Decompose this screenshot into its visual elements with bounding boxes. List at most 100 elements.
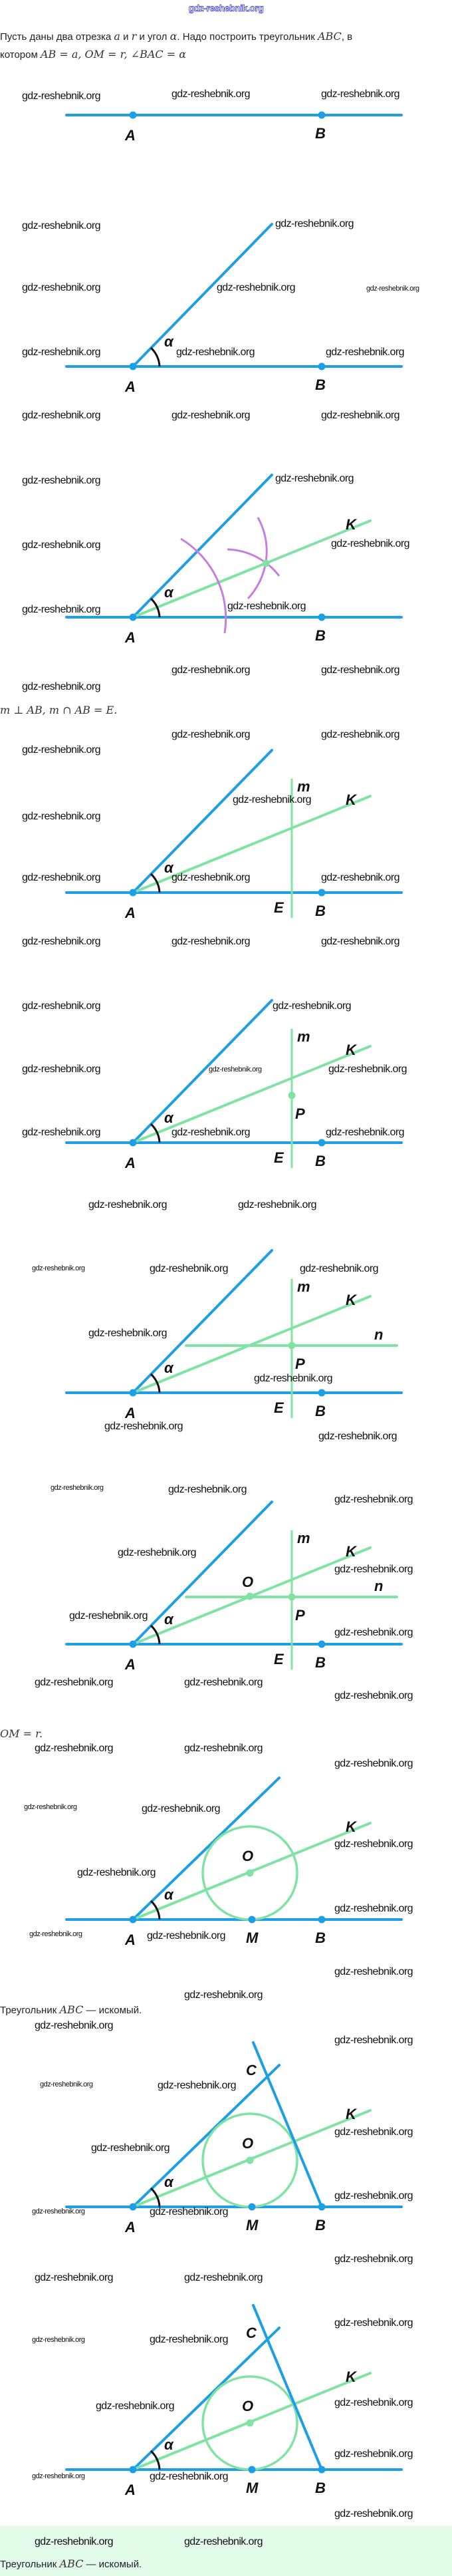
watermark: gdz-reshebnik.org (334, 1758, 413, 1769)
watermark: gdz-reshebnik.org (22, 220, 100, 231)
watermark: gdz-reshebnik.org (22, 936, 100, 947)
watermark: gdz-reshebnik.org (29, 1930, 82, 1938)
point-p (288, 1593, 296, 1601)
watermark: gdz-reshebnik.org (88, 1328, 167, 1339)
intro-text: котором (0, 49, 41, 61)
ray-ac-line (132, 999, 273, 1144)
watermark: gdz-reshebnik.org (334, 1966, 413, 1977)
watermark: gdz-reshebnik.org (217, 282, 295, 293)
watermark: gdz-reshebnik.org (35, 2536, 113, 2547)
label-b: B (315, 903, 326, 919)
watermark: gdz-reshebnik.org (24, 1803, 77, 1811)
label-b: B (315, 1153, 326, 1169)
conclusion-text: Треугольник ABC — искомый. (0, 2003, 142, 2017)
label-b: B (315, 1403, 326, 1419)
watermark: gdz-reshebnik.org (171, 729, 250, 740)
watermark: gdz-reshebnik.org (238, 1199, 316, 1211)
compass-arc (227, 548, 281, 577)
label-b: B (315, 2480, 326, 2496)
angle-alpha-mark (150, 2450, 161, 2470)
point-b (318, 2203, 326, 2211)
watermark: gdz-reshebnik.org (321, 410, 399, 421)
label-alpha: α (164, 1360, 174, 1376)
final-answer-text: Треугольник ABC — искомый. (0, 2557, 142, 2571)
watermark: gdz-reshebnik.org (32, 2336, 85, 2344)
watermark: gdz-reshebnik.org (331, 538, 409, 549)
label-e: E (274, 899, 284, 916)
point-b (318, 362, 326, 370)
label-o: O (242, 2398, 253, 2414)
watermark: gdz-reshebnik.org (184, 2272, 263, 2283)
watermark: gdz-reshebnik.org (334, 1494, 413, 1505)
watermark: gdz-reshebnik.org (22, 604, 100, 615)
label-p: P (295, 1356, 305, 1372)
label-b: B (315, 1654, 326, 1671)
point-a (129, 1139, 137, 1147)
watermark: gdz-reshebnik.org (273, 1000, 351, 1012)
watermark: gdz-reshebnik.org (171, 664, 250, 676)
watermark: gdz-reshebnik.org (366, 285, 419, 293)
watermark: gdz-reshebnik.org (184, 2536, 263, 2547)
math-abc: ABC (59, 2557, 84, 2570)
label-alpha: α (164, 2436, 174, 2453)
angle-alpha-mark (150, 1900, 161, 1920)
answer-box (0, 2526, 452, 2576)
watermark: gdz-reshebnik.org (209, 1066, 262, 1073)
label-p: P (295, 1607, 305, 1624)
watermark: gdz-reshebnik.org (275, 218, 354, 229)
intro-line-1: Пусть даны два отрезка a и r и угол α. Н… (0, 30, 352, 44)
label-o: O (242, 2135, 253, 2152)
label-m: m (297, 1530, 310, 1546)
watermark: gdz-reshebnik.org (334, 2397, 413, 2408)
watermark: gdz-reshebnik.org (300, 1263, 378, 1274)
watermark: gdz-reshebnik.org (334, 1838, 413, 1850)
label-n: n (374, 1326, 383, 1343)
watermark: gdz-reshebnik.org (118, 1547, 196, 1558)
point-o (246, 2419, 254, 2427)
watermark: gdz-reshebnik.org (32, 1264, 85, 1272)
watermark: gdz-reshebnik.org (142, 1803, 220, 1814)
point-p (288, 1342, 296, 1350)
point-b (318, 2466, 326, 2474)
watermark: gdz-reshebnik.org (171, 936, 250, 947)
watermark: gdz-reshebnik.org (158, 2080, 236, 2091)
conclusion-prefix: Треугольник (0, 2005, 60, 2016)
point-b (318, 1640, 326, 1648)
angle-alpha-mark (150, 1373, 161, 1393)
label-o: O (242, 1574, 253, 1590)
label-a: A (124, 629, 136, 646)
label-b: B (315, 2217, 326, 2233)
watermark: gdz-reshebnik.org (150, 2334, 228, 2345)
label-e: E (274, 1651, 284, 1667)
ray-ac-line (132, 2327, 281, 2471)
point-m (248, 2203, 256, 2211)
label-b: B (315, 376, 326, 393)
watermark: gdz-reshebnik.org (321, 664, 399, 676)
math-abc: ABC (59, 2003, 84, 2016)
watermark: gdz-reshebnik.org (22, 475, 100, 486)
watermark: gdz-reshebnik.org (321, 872, 399, 883)
label-alpha: α (164, 1109, 174, 1126)
label-e: E (274, 1399, 284, 1416)
watermark: gdz-reshebnik.org (334, 1903, 413, 1914)
label-a: A (124, 2219, 136, 2235)
label-a: A (124, 1405, 136, 1421)
watermark: gdz-reshebnik.org (171, 88, 250, 100)
label-k: K (346, 791, 358, 808)
watermark: gdz-reshebnik.org (96, 2400, 174, 2412)
watermark: gdz-reshebnik.org (22, 282, 100, 293)
watermark: gdz-reshebnik.org (254, 1373, 332, 1384)
label-a: A (124, 127, 136, 144)
label-k: K (346, 1042, 358, 1058)
watermark: gdz-reshebnik.org (35, 1743, 113, 1754)
watermark: gdz-reshebnik.org (334, 2126, 413, 2138)
watermark: gdz-reshebnik.org (22, 539, 100, 551)
watermark: gdz-reshebnik.org (104, 1421, 183, 1432)
watermark: gdz-reshebnik.org (321, 88, 399, 100)
watermark: gdz-reshebnik.org (321, 936, 399, 947)
point-b (318, 889, 326, 897)
watermark: gdz-reshebnik.org (22, 347, 100, 358)
watermark: gdz-reshebnik.org (32, 2472, 85, 2480)
conclusion-suffix: — искомый. (83, 2005, 142, 2016)
